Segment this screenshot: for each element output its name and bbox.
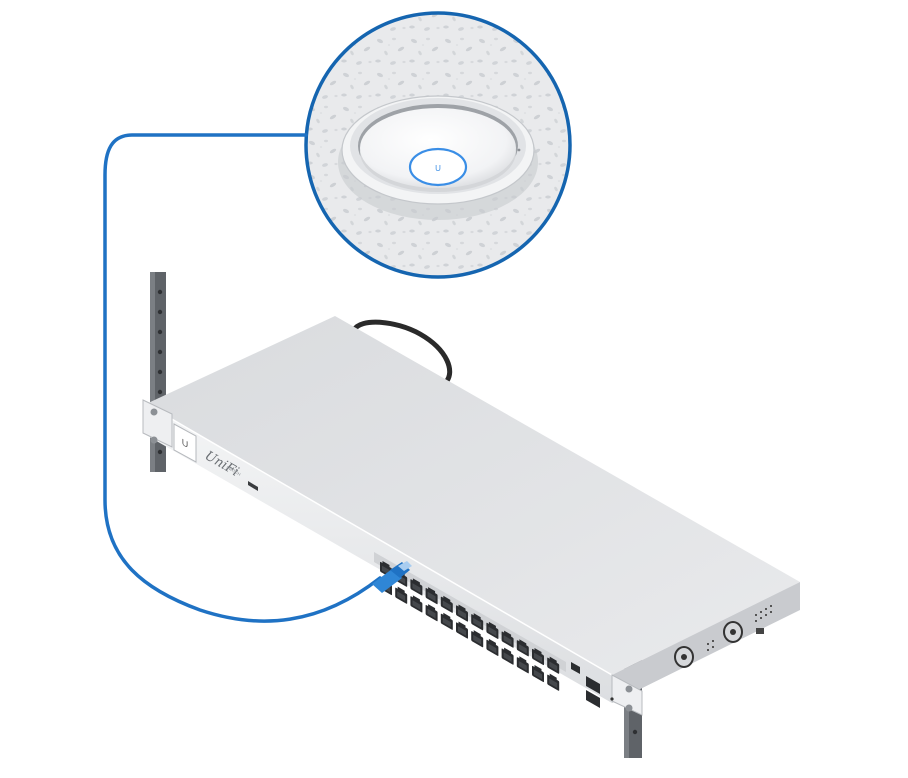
power-cable [351, 319, 453, 385]
rj45-port [471, 628, 484, 648]
rj45-port [516, 654, 529, 674]
ethernet-cable [103, 133, 382, 623]
sfp-ports [586, 676, 600, 708]
rj45-port [501, 646, 514, 666]
status-led [610, 697, 614, 701]
rj45-port [547, 672, 560, 692]
rear-fan-right [723, 621, 743, 643]
rj45-port [456, 620, 468, 639]
ap-led-ring [408, 147, 468, 187]
rack-ear-left [142, 399, 173, 448]
switch-model-tag [248, 481, 258, 491]
rj45-port [440, 611, 453, 631]
rj45-port [532, 663, 544, 683]
rack-ear-right [611, 674, 643, 716]
rear-fan-left [674, 646, 694, 668]
switch-logo-mark: U [182, 437, 189, 451]
ceiling-callout-ring [304, 11, 572, 279]
ethernet-connector [372, 561, 412, 593]
rear-power-inlet [756, 628, 764, 634]
rj45-port [410, 593, 423, 613]
network-switch [145, 316, 800, 703]
ap-logo-mark: U [435, 164, 441, 173]
rj45-port [486, 637, 499, 657]
access-point: U [341, 95, 535, 205]
rj45-port [425, 602, 438, 622]
switch-logo-badge: U [173, 423, 197, 463]
rj45-port [395, 585, 408, 605]
rear-vent-grille [707, 605, 772, 651]
ceiling-callout: U [304, 11, 572, 279]
console-port [571, 662, 580, 674]
